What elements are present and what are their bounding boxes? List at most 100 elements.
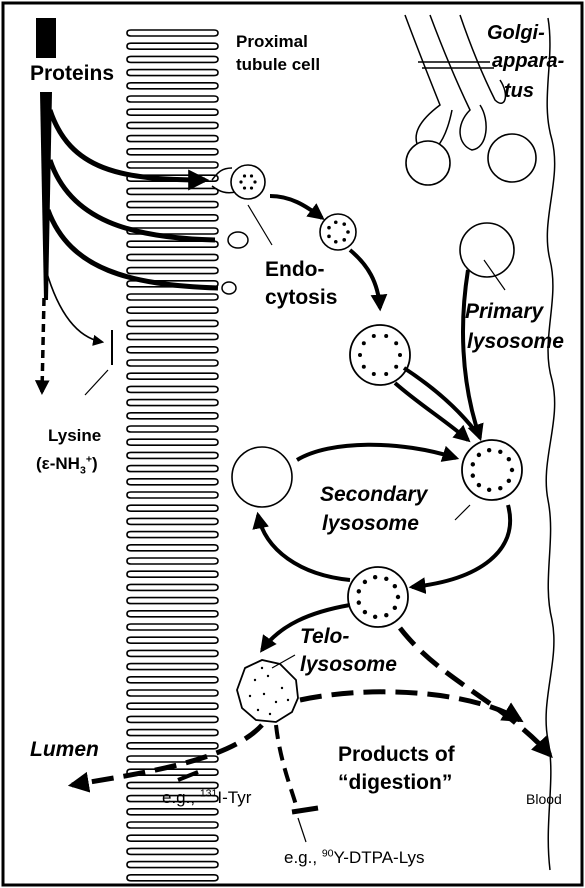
- lysosome-dot: [498, 450, 502, 454]
- microvillus: [127, 30, 218, 36]
- microvillus: [127, 400, 218, 406]
- microvillus: [127, 822, 218, 828]
- vesicle-dot: [243, 186, 246, 189]
- microvillus: [127, 373, 218, 379]
- microvillus: [127, 743, 218, 749]
- dashed-arrow-late-to-blood: [400, 628, 550, 755]
- microvillus: [127, 598, 218, 604]
- telolysosome-label-line2: lysosome: [300, 653, 397, 677]
- endosome-dot: [358, 353, 362, 357]
- telolysosome-dot: [249, 695, 251, 697]
- uptake-arrow-3: [48, 210, 218, 288]
- telolysosome-label-line1: Telo-: [300, 625, 349, 649]
- microvillus: [127, 109, 218, 115]
- brush-border-microvilli: [127, 30, 218, 881]
- lysine-arrow: [46, 270, 102, 342]
- lysosome-dot: [363, 580, 367, 584]
- endocytic-bud-3: [222, 282, 236, 294]
- microvillus: [127, 518, 218, 524]
- microvillus: [127, 83, 218, 89]
- golgi-vesicle-2: [488, 134, 536, 182]
- vesicle-dot: [243, 174, 246, 177]
- lysosome-dot: [477, 483, 481, 487]
- microvillus: [127, 162, 218, 168]
- primary-lysosome-label-line2: lysosome: [467, 330, 564, 354]
- endocytic-bud-2: [228, 232, 248, 248]
- microvillus: [127, 584, 218, 590]
- endosome-dot: [362, 365, 366, 369]
- microvillus: [127, 254, 218, 260]
- telolysosome-dot: [267, 675, 269, 677]
- lysine-label: Lysine: [48, 426, 101, 445]
- microvillus: [127, 624, 218, 630]
- endosome-dot: [327, 226, 331, 230]
- proteins-bar: [36, 18, 56, 58]
- lysosome-dot: [487, 488, 491, 492]
- microvillus: [127, 268, 218, 274]
- endocytosis-pointer: [248, 205, 272, 245]
- lysosome-dot: [393, 584, 397, 588]
- endosome-dot: [346, 230, 350, 234]
- cell-label-line2: tubule cell: [236, 55, 320, 74]
- primary-lysosome-label-line1: Primary: [465, 300, 543, 324]
- example-y-dtpa-lys: e.g., 90Y-DTPA-Lys: [284, 848, 425, 867]
- telolysosome: [237, 660, 298, 722]
- lysosome-dot: [373, 615, 377, 619]
- microvillus: [127, 532, 218, 538]
- endocytosis-label-line2: cytosis: [265, 286, 337, 310]
- example-i-tyr: e.g., 131I-Tyr: [162, 788, 251, 807]
- endosome-small: [320, 214, 356, 250]
- microvillus: [127, 479, 218, 485]
- microvillus: [127, 862, 218, 868]
- blood-label: Blood: [526, 792, 562, 808]
- endosome-dot: [398, 353, 402, 357]
- arrow-recycle-to-secondary: [297, 445, 456, 460]
- arrow-to-endosome-large: [350, 250, 380, 308]
- telolysosome-pointer: [272, 655, 295, 668]
- endocytosis-label-line1: Endo-: [265, 258, 324, 282]
- endosome-dot: [394, 341, 398, 345]
- proteins-down-arrow: [42, 298, 44, 392]
- primary-lysosome: [460, 223, 514, 277]
- endosome-dot: [372, 334, 376, 338]
- microvillus: [127, 413, 218, 419]
- endosome-dot: [384, 334, 388, 338]
- microvillus: [127, 730, 218, 736]
- lysosome-dot: [357, 600, 361, 604]
- endosome-dot: [362, 341, 366, 345]
- microvillus: [127, 360, 218, 366]
- microvillus: [127, 571, 218, 577]
- y-dtpa-bar: [292, 808, 318, 812]
- dashed-arrow-to-y-dtpa: [276, 725, 296, 805]
- microvillus: [127, 188, 218, 194]
- microvillus: [127, 452, 218, 458]
- microvillus: [127, 611, 218, 617]
- golgi-label-line1: Golgi-: [487, 22, 545, 44]
- lysine-pointer: [85, 370, 108, 395]
- secondary-lysosome-pointer: [455, 505, 470, 520]
- vesicle-dot: [250, 186, 253, 189]
- microvillus: [127, 307, 218, 313]
- lysosome-dot: [384, 577, 388, 581]
- microvillus: [127, 835, 218, 841]
- lysosome-dot: [477, 453, 481, 457]
- microvillus: [127, 149, 218, 155]
- lysosome-dot: [393, 606, 397, 610]
- microvillus: [127, 637, 218, 643]
- endosome-dot: [342, 238, 346, 242]
- microvillus: [127, 122, 218, 128]
- telolysosome-dot: [263, 693, 265, 695]
- microvillus: [127, 136, 218, 142]
- lysosome-dot: [363, 610, 367, 614]
- telolysosome-dot: [257, 709, 259, 711]
- lysosome-dot: [487, 448, 491, 452]
- endocytic-vesicle-1: [231, 165, 265, 199]
- telolysosome-dot: [261, 667, 263, 669]
- microvillus: [127, 294, 218, 300]
- microvillus: [127, 347, 218, 353]
- arrow-secondary-to-late: [412, 505, 510, 587]
- lysosome-dot: [498, 486, 502, 490]
- microvillus: [127, 466, 218, 472]
- microvillus: [127, 56, 218, 62]
- endosome-dot: [327, 235, 331, 239]
